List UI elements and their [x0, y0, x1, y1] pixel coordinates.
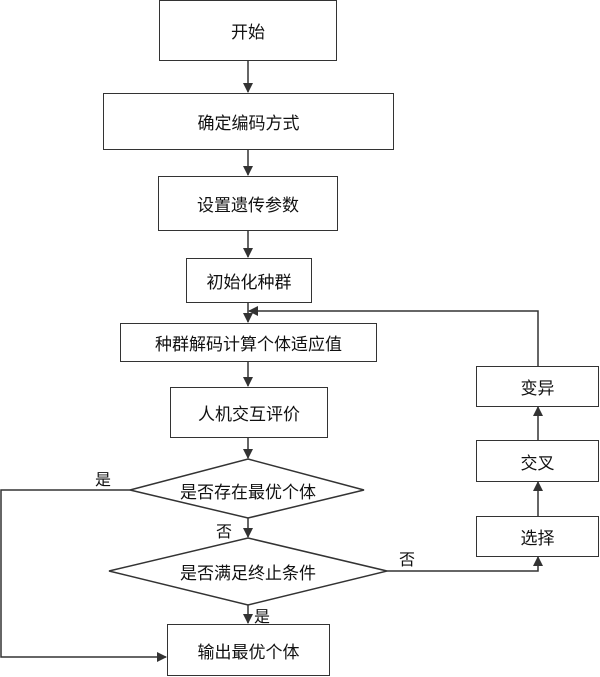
node-output: 输出最优个体: [167, 624, 330, 676]
edge-label-stop-yes: 是: [254, 607, 271, 626]
node-mutate: 变异: [476, 366, 599, 407]
edge-label-best-no: 否: [216, 522, 233, 541]
node-select: 选择: [476, 516, 599, 557]
node-crossover: 交叉: [476, 440, 599, 482]
node-start: 开始: [159, 0, 337, 61]
arrow-best-yes-to-output: [0, 489, 167, 662]
edge-label-best-yes: 是: [95, 470, 112, 489]
arrow-stop-no-to-select: [387, 556, 543, 572]
decision-best-label: 是否存在最优个体: [180, 482, 316, 503]
node-decode: 种群解码计算个体适应值: [120, 323, 377, 362]
edge-label-stop-no: 否: [399, 550, 416, 569]
arrow-mutate-loop-to-decode: [248, 306, 539, 366]
decision-stop-label: 是否满足终止条件: [180, 563, 316, 584]
node-encoding: 确定编码方式: [103, 93, 394, 150]
node-evaluate: 人机交互评价: [170, 387, 328, 438]
node-params: 设置遗传参数: [158, 176, 338, 231]
node-init: 初始化种群: [186, 258, 312, 303]
